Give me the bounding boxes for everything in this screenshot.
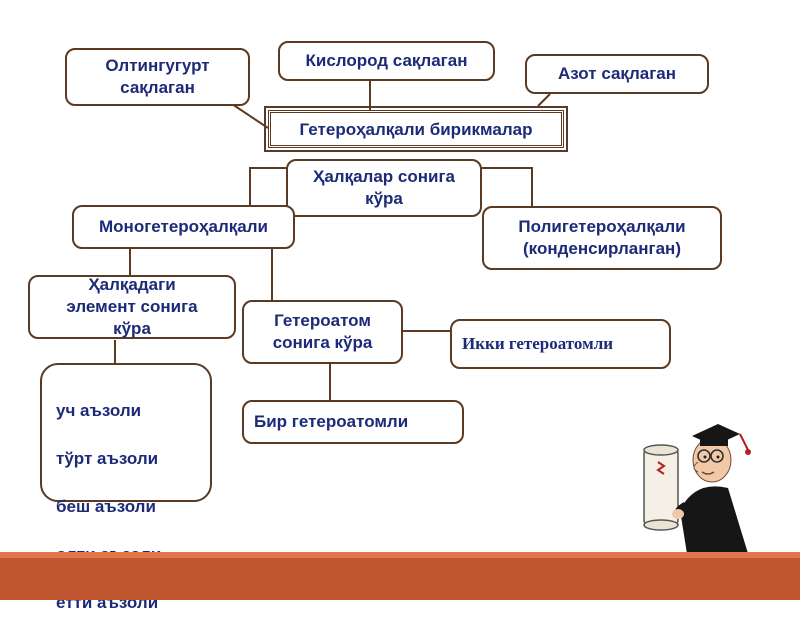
- heterocyclic-compounds-box: Гетероҳалқали бирикмалар: [264, 106, 568, 152]
- one-heteroatom-box: Бир гетероатомли: [242, 400, 464, 444]
- connector-to-poly: [482, 167, 533, 206]
- by-ring-element-count-box: Ҳалқадаги элемент сонига кўра: [28, 275, 236, 339]
- two-heteroatoms-box: Икки гетероатомли: [450, 319, 671, 369]
- connector-lines: [114, 80, 551, 402]
- list-item: беш аъзоли: [56, 497, 156, 516]
- ring-size-list-box: уч аъзоли тўрт аъзоли беш аъзоли олти аъ…: [40, 363, 212, 612]
- oxygen-containing-box: Кислород сақлаган: [278, 41, 495, 81]
- polyheterocyclic-box: Полигетероҳалқали (конденсирланган): [482, 206, 722, 270]
- professor-clipart-icon: [643, 424, 751, 568]
- connector-nitrogen: [537, 93, 551, 107]
- nitrogen-containing-box: Азот сақлаган: [525, 54, 709, 94]
- sulfur-containing-box: Олтингугурт сақлаган: [65, 48, 250, 106]
- list-item: уч аъзоли: [56, 401, 142, 420]
- connector-sulfur: [231, 103, 269, 129]
- list-item: тўрт аъзоли: [56, 449, 159, 468]
- bottom-bar-highlight: [0, 552, 800, 558]
- monoheterocyclic-box: Моногетероҳалқали: [72, 205, 295, 249]
- bottom-bar: [0, 552, 800, 600]
- by-heteroatom-count-box: Гетероатом сонига кўра: [242, 300, 403, 364]
- connector-to-mono: [249, 167, 288, 205]
- by-ring-count-box: Ҳалқалар сонига кўра: [286, 159, 482, 217]
